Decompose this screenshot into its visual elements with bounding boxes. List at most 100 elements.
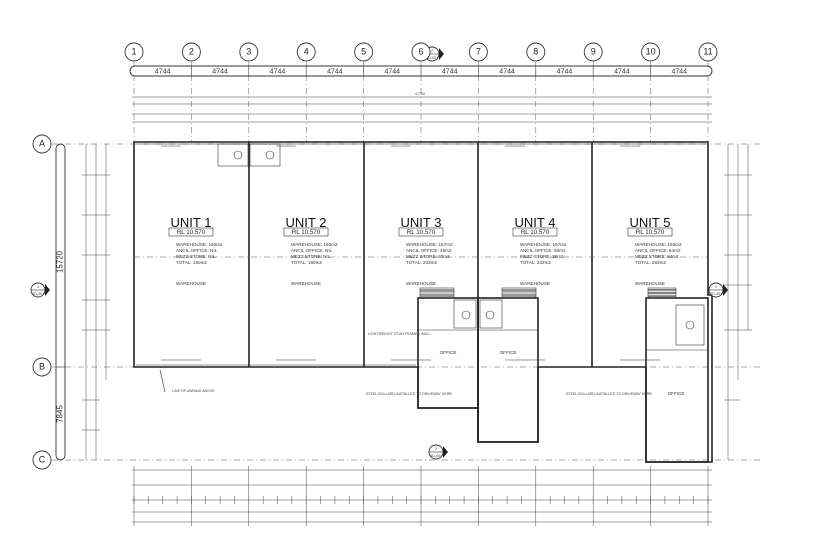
bay-dimension: 4744 bbox=[212, 68, 228, 75]
area-warehouse: WAREHOUSE: 157m2 bbox=[520, 242, 567, 247]
office-label: OFFICE bbox=[440, 350, 457, 355]
notes: LIGHTWEIGHT STUD FRAMED WALL STEEL BOLLA… bbox=[159, 332, 652, 396]
unit-title: UNIT 5 bbox=[630, 215, 671, 230]
bay-dimension: 4744 bbox=[385, 68, 401, 75]
grid-row-label: C bbox=[39, 454, 46, 464]
side-dimension-pill bbox=[55, 143, 66, 461]
bollard-note: STEEL BOLLARD INSTALLED TO DRIVEWAY KERB bbox=[366, 392, 452, 396]
grid-bubble-col bbox=[354, 42, 374, 62]
section-marker: 2SD-001 bbox=[428, 444, 448, 460]
grid-bubble-col bbox=[641, 42, 661, 62]
rl-box bbox=[627, 227, 673, 237]
bollard-note: STEEL BOLLARD INSTALLED TO DRIVEWAY KERB bbox=[566, 392, 652, 396]
grid-bubble-col bbox=[468, 42, 488, 62]
grid-bubble-col bbox=[296, 42, 316, 62]
unit-title: UNIT 3 bbox=[401, 215, 442, 230]
bay-dimension: 4744 bbox=[557, 68, 573, 75]
grid-col-label: 11 bbox=[703, 46, 712, 56]
top-dimension-lines: 47700 bbox=[132, 92, 712, 123]
bay-dimension: 4744 bbox=[270, 68, 286, 75]
bay-dimension: 4744 bbox=[327, 68, 343, 75]
grid-col-label: 5 bbox=[361, 46, 366, 56]
area-warehouse: WAREHOUSE: 157m2 bbox=[406, 242, 453, 247]
section-sheet: SD-001 bbox=[710, 292, 722, 296]
rl-box bbox=[283, 227, 329, 237]
area-total: TOTAL: 242m2 bbox=[520, 260, 551, 265]
area-warehouse: WAREHOUSE: 160m2 bbox=[291, 242, 338, 247]
grid-col-label: 2 bbox=[189, 46, 194, 56]
grid-bubble-row-c bbox=[32, 450, 52, 470]
section-number: 2 bbox=[435, 447, 437, 451]
area-mezz: MEZZ STORE: 64m2 bbox=[635, 254, 679, 259]
area-mezz: MEZZ STORE: 30m2 bbox=[406, 254, 450, 259]
rl-box bbox=[398, 227, 444, 237]
grid-col-label: 9 bbox=[591, 46, 596, 56]
grid-row-label: B bbox=[39, 361, 45, 371]
bottom-dimension-lines bbox=[132, 469, 712, 523]
side-dimension-lower: 7845 bbox=[56, 405, 65, 423]
unit-title: UNIT 2 bbox=[286, 215, 327, 230]
warehouse-label: WAREHOUSE bbox=[176, 281, 206, 286]
rl-level: RL 10.570 bbox=[521, 229, 550, 236]
grid-col-label: 10 bbox=[646, 46, 656, 56]
stairs bbox=[419, 287, 677, 299]
rl-level: RL 10.570 bbox=[636, 229, 665, 236]
warehouse-label: WAREHOUSE bbox=[520, 281, 550, 286]
bay-dimension: 4744 bbox=[499, 68, 515, 75]
grid-bubble-col bbox=[411, 42, 431, 62]
section-number: 2 bbox=[37, 285, 39, 289]
grid-col-label: 7 bbox=[476, 46, 481, 56]
area-office: ANCIL OFFICE: NIL bbox=[291, 248, 333, 253]
grid-bubbles: 1 2 3 4 5 6 7 8 9 10 11 bbox=[124, 42, 718, 62]
section-sheet: SD-001 bbox=[430, 454, 442, 458]
section-marker: 2SD-001 bbox=[30, 282, 50, 298]
bay-dimension: 4744 bbox=[442, 68, 458, 75]
area-total: TOTAL: 233m2 bbox=[406, 260, 437, 265]
grid-col-label: 8 bbox=[533, 46, 538, 56]
unit-title: UNIT 1 bbox=[171, 215, 212, 230]
warehouse-label: WAREHOUSE bbox=[635, 281, 665, 286]
grid-bubble-col bbox=[124, 42, 144, 62]
grid-bubble-row-a bbox=[32, 134, 52, 154]
unit-title: UNIT 4 bbox=[515, 215, 556, 230]
right-dimension-lines bbox=[724, 144, 752, 460]
grid-bubble-col bbox=[583, 42, 603, 62]
grid-bubble-col bbox=[181, 42, 201, 62]
framed-wall-note: LIGHTWEIGHT STUD FRAMED WALL bbox=[368, 332, 431, 336]
rl-box bbox=[512, 227, 558, 237]
grid-bubble-col bbox=[526, 42, 546, 62]
area-total: TOTAL: 160m2 bbox=[291, 260, 322, 265]
section-sheet: SD-001 bbox=[426, 56, 438, 60]
left-grid-rows: A B C 15720 7845 bbox=[32, 134, 760, 470]
grid-row-label: A bbox=[39, 138, 45, 148]
area-total: TOTAL: 283m2 bbox=[635, 260, 666, 265]
bottom-ticks bbox=[133, 466, 709, 526]
grid-bubble-col bbox=[239, 42, 259, 62]
section-marker: 2SD-001 bbox=[708, 282, 728, 298]
side-dimension-upper: 15720 bbox=[56, 250, 65, 273]
awning-note: LINE OF AWNING ABOVE bbox=[172, 389, 215, 393]
rl-box bbox=[168, 227, 214, 237]
overall-dimension: 47700 bbox=[415, 92, 425, 96]
area-warehouse: WAREHOUSE: 160m2 bbox=[176, 242, 223, 247]
area-office: ANCIL OFFICE: 50m2 bbox=[520, 248, 566, 253]
grid-col-label: 6 bbox=[418, 46, 423, 56]
warehouse-label: WAREHOUSE bbox=[406, 281, 436, 286]
grid-col-label: 1 bbox=[131, 46, 136, 56]
rl-level: RL 10.570 bbox=[407, 229, 436, 236]
building-outline bbox=[133, 141, 713, 463]
grid-col-label: 4 bbox=[304, 46, 309, 56]
section-number: 2 bbox=[715, 285, 717, 289]
area-total: TOTAL: 160m2 bbox=[176, 260, 207, 265]
area-warehouse: WAREHOUSE: 155m2 bbox=[635, 242, 682, 247]
grid-col-label: 3 bbox=[246, 46, 251, 56]
office-label: OFFICE bbox=[500, 350, 517, 355]
bay-dimension: 4744 bbox=[672, 68, 688, 75]
office-label: OFFICE bbox=[668, 391, 685, 396]
